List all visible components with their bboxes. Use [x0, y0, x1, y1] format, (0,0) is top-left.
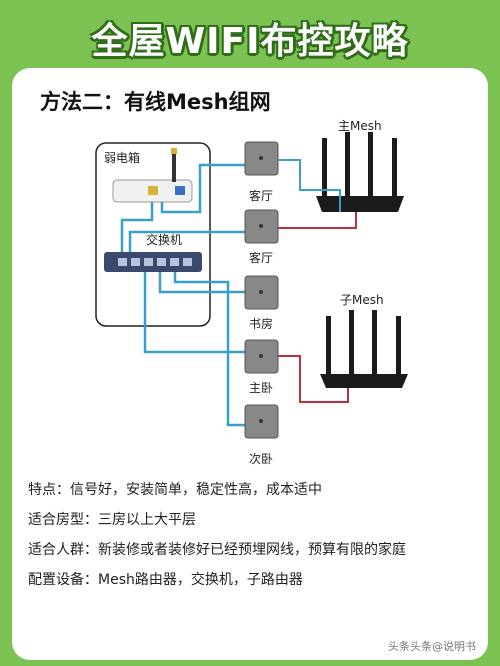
- room-label-2: 客厅: [249, 250, 273, 265]
- switch-label: 交换机: [146, 232, 182, 247]
- equipment-line: 配置设备：Mesh路由器，交换机，子路由器: [28, 572, 303, 588]
- cable-port-sub-router-red: [278, 355, 349, 403]
- watermark: 头条头条@说明书: [388, 640, 476, 653]
- wall-port-livingroom-1: [244, 141, 279, 176]
- room-label-4: 主卧: [249, 381, 273, 395]
- page-title: 全屋WIFI布控攻略: [91, 21, 409, 62]
- house-type-line: 适合房型：三房以上大平层: [28, 512, 196, 528]
- sub-mesh-label: 子Mesh: [340, 293, 384, 307]
- main-mesh-router-icon: [316, 132, 404, 212]
- room-label-5: 次卧: [249, 452, 273, 466]
- weak-current-box: [95, 142, 211, 327]
- room-label-3: 书房: [249, 316, 273, 331]
- cable-port-main-router-red: [278, 212, 357, 229]
- modem-icon: [112, 148, 193, 203]
- wall-port-study: [244, 275, 279, 310]
- cables-to-rooms: [128, 163, 245, 427]
- cable-port-main-router-blue: [278, 159, 341, 212]
- method-subtitle: 方法二：有线Mesh组网: [40, 90, 271, 114]
- mesh-network-diagram: 弱电箱 交换机: [95, 119, 408, 466]
- cable-modem-switch: [120, 202, 154, 252]
- features-list: 特点：信号好，安装简单，稳定性高，成本适中 适合房型：三房以上大平层 适合人群：…: [28, 478, 478, 598]
- room-label-1: 客厅: [249, 188, 273, 203]
- wall-port-livingroom-2: [244, 209, 279, 244]
- audience-line: 适合人群：新装修或者装修好已经预埋网线，预算有限的家庭: [28, 542, 406, 558]
- feature-line: 特点：信号好，安装简单，稳定性高，成本适中: [28, 482, 322, 498]
- wall-port-second-bedroom: [244, 404, 279, 439]
- network-switch-icon: [104, 252, 202, 272]
- wall-port-master-bedroom: [244, 339, 279, 374]
- sub-mesh-router-icon: [320, 310, 408, 388]
- main-mesh-label: 主Mesh: [338, 119, 382, 133]
- weak-box-label: 弱电箱: [104, 150, 140, 165]
